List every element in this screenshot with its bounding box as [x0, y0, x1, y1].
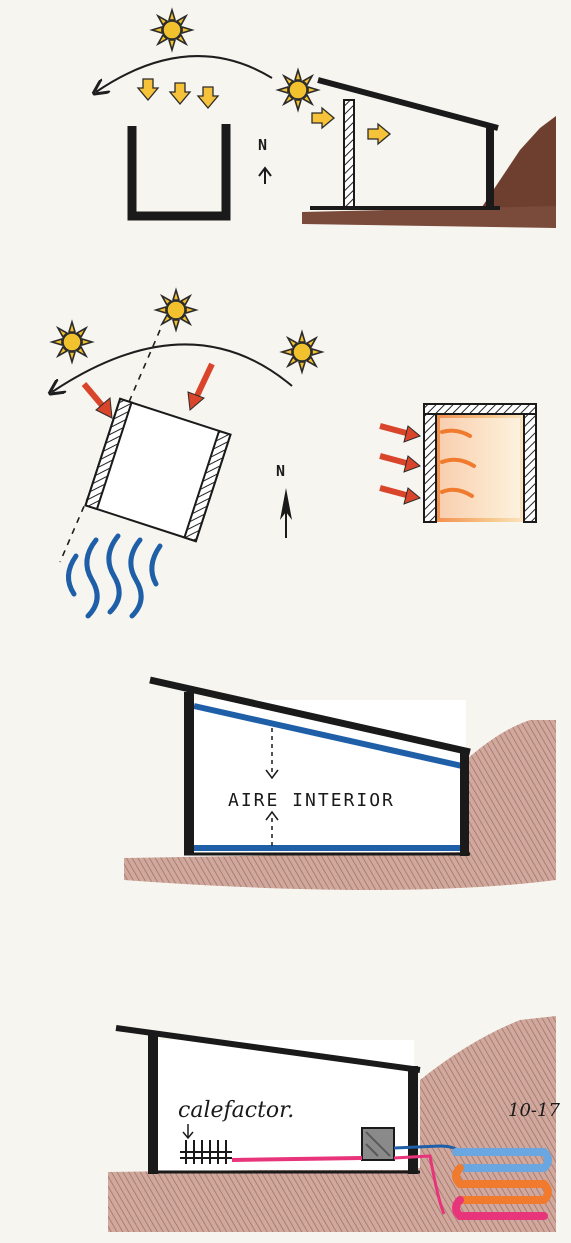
- heater-label: calefactor.: [178, 1098, 294, 1123]
- sun-ray-arrow-icon: [138, 79, 158, 100]
- north-label: N: [258, 136, 268, 154]
- page-number-label: 10-17: [508, 1100, 560, 1121]
- sun-ray-arrow-icon: [198, 87, 218, 108]
- heat-arrow-icon: [84, 384, 112, 418]
- heat-arrow-icon: [380, 426, 420, 442]
- panel-interior-air-section: [124, 680, 556, 890]
- panel-wall-heating: [380, 404, 536, 522]
- heat-arrow-icon: [380, 456, 420, 472]
- building-plan-u-wall: [132, 124, 226, 216]
- sun-icon: [52, 322, 92, 362]
- interior-air-label: AIRE INTERIOR: [228, 790, 395, 811]
- sun-icon: [156, 290, 196, 330]
- sun-icon: [282, 332, 322, 372]
- thermal-wall: [424, 404, 436, 522]
- south-wall: [148, 1034, 158, 1174]
- wind-waves: [68, 536, 160, 616]
- building-plan-rotated: [86, 399, 231, 541]
- sun-icon: [152, 10, 192, 50]
- panel-sun-section: [278, 70, 556, 228]
- sun-ray-arrow-icon: [170, 83, 190, 104]
- sun-icon: [278, 70, 318, 110]
- panel-sun-path-plan: [96, 10, 272, 216]
- sun-ray-arrow-icon: [368, 124, 390, 144]
- north-wall: [486, 126, 494, 208]
- heat-arrow-icon: [380, 488, 420, 504]
- heat-arrow-icon: [188, 364, 212, 410]
- north-wall: [460, 752, 469, 856]
- south-wall: [344, 100, 354, 208]
- heating-pipe: [232, 1158, 362, 1160]
- south-wall: [184, 692, 194, 854]
- panel-heater-section: [108, 1016, 556, 1232]
- north-label: N: [276, 462, 286, 480]
- sun-ray-arrow-icon: [312, 108, 334, 128]
- panel-sun-orientation: [52, 290, 322, 616]
